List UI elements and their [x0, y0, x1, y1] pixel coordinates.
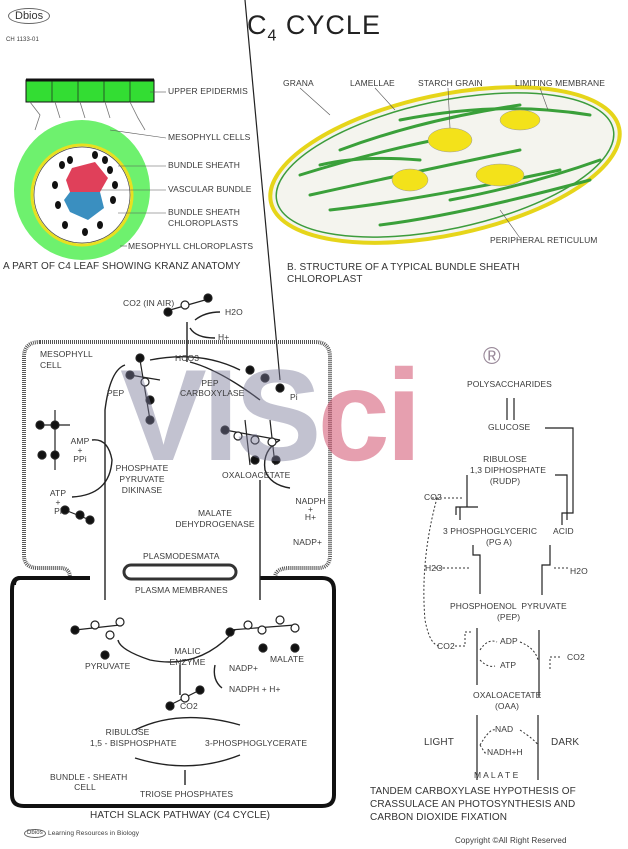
label-ppdk-2: PYRUVATE	[119, 474, 165, 484]
label-h-plus: H+	[218, 332, 230, 342]
label-co2-right: CO2	[567, 652, 585, 662]
label-oxaloacetate-cam: OXALOACETATE	[473, 690, 542, 700]
label-bundle-sheath-chloroplasts: BUNDLE SHEATH	[168, 207, 240, 217]
label-nadp-2: NADP+	[229, 663, 259, 673]
cam-dashed-arrows	[423, 497, 568, 755]
chloroplast-caption-2: CHLOROPLAST	[287, 274, 363, 285]
label-triose-phosphates: TRIOSE PHOSPHATES	[140, 789, 234, 799]
label-amp: AMP	[70, 436, 90, 446]
label-nadh: NADH+H	[487, 747, 523, 757]
cam-caption-2: CRASSULACE AN PHOTOSYNTHESIS AND	[370, 799, 576, 810]
label-malic-enzyme-2: ENZYME	[169, 657, 206, 667]
leaf-caption: A PART OF C4 LEAF SHOWING KRANZ ANATOMY	[3, 261, 241, 272]
label-co2-top: CO2	[424, 492, 442, 502]
label-diphosphate: 1,3 DIPHOSPHATE	[470, 465, 546, 475]
footer-logo: Dbios	[24, 829, 46, 838]
hatch-slack-cells	[10, 340, 336, 808]
dbios-logo: Dbios	[8, 8, 51, 24]
page-title: C4 CYCLE	[247, 10, 381, 45]
label-pep-abbr: (PEP)	[497, 612, 521, 622]
label-rudp: (RUDP)	[489, 476, 521, 486]
cam-caption-3: CARBON DIOXIDE FIXATION	[370, 812, 508, 823]
label-pyruvate: PYRUVATE	[85, 661, 131, 671]
label-ppdk-3: DIKINASE	[121, 485, 163, 495]
footer-tagline: Learning Resources in Biology	[48, 830, 140, 837]
label-bundle-sheath-cell: BUNDLE - SHEATH	[50, 772, 128, 782]
label-light: LIGHT	[424, 737, 454, 748]
label-nadph: NADPH	[295, 496, 326, 506]
label-h2o: H2O	[225, 307, 243, 317]
label-atp-plus: +	[55, 497, 61, 507]
label-mesophyll-cell-2: CELL	[40, 360, 62, 370]
label-nadph-plus: +	[307, 504, 314, 514]
label-peripheral-reticulum: PERIPHERAL RETICULUM	[490, 235, 598, 245]
leaf-cross-section	[14, 78, 167, 260]
label-atp: ATP	[49, 488, 67, 498]
label-dark: DARK	[551, 737, 580, 748]
label-polysaccharides: POLYSACCHARIDES	[467, 379, 552, 389]
chloroplast-caption: B. STRUCTURE OF A TYPICAL BUNDLE SHEATH	[287, 262, 520, 273]
label-amp-plus: +	[77, 445, 83, 455]
label-glucose: GLUCOSE	[488, 422, 531, 432]
label-hco3: HCO3	[175, 353, 200, 363]
label-nadph-h: H+	[304, 512, 317, 522]
registered-mark: ®	[483, 343, 501, 370]
label-rubp: RIBULOSE	[105, 727, 150, 737]
label-lamellae: LAMELLAE	[350, 78, 395, 88]
label-nad: NAD	[495, 724, 514, 734]
copyright-text: Copyright ©All Right Reserved	[455, 836, 567, 845]
label-pep: PEP	[107, 388, 125, 398]
label-nadph-h-2: NADPH + H+	[229, 684, 281, 694]
label-mesophyll-cell: MESOPHYLL	[40, 349, 93, 359]
label-malate-cam: M A L A T E	[474, 770, 519, 780]
label-co2: CO2	[180, 701, 198, 711]
label-atp: ATP	[500, 660, 517, 670]
label-mesophyll-cells: MESOPHYLL CELLS	[168, 132, 251, 142]
label-bundle-sheath-cell-2: CELL	[74, 782, 96, 792]
cam-arrows	[455, 398, 574, 780]
label-mesophyll-chloroplasts: MESOPHYLL CHLOROPLASTS	[128, 241, 254, 251]
visci-watermark: VISci	[120, 342, 422, 488]
label-limiting-membrane: LIMITING MEMBRANE	[515, 78, 606, 88]
hatch-slack-caption: HATCH SLACK PATHWAY (C4 CYCLE)	[90, 810, 271, 821]
hatch-slack-arrows	[71, 311, 291, 785]
molecule-icons	[35, 0, 300, 711]
label-starch-grain: STARCH GRAIN	[418, 78, 483, 88]
label-grana: GRANA	[283, 78, 314, 88]
cam-caption: TANDEM CARBOXYLASE HYPOTHESIS OF	[370, 786, 576, 797]
label-co2-left: CO2	[437, 641, 455, 651]
label-bundle-sheath: BUNDLE SHEATH	[168, 160, 240, 170]
label-upper-epidermis: UPPER EPIDERMIS	[168, 86, 248, 96]
label-h2o-left: H2O	[425, 563, 443, 573]
label-nadp: NADP+	[293, 537, 323, 547]
label-ribulose: RIBULOSE	[483, 454, 527, 464]
label-adp: ADP	[500, 636, 518, 646]
label-pga: (PG A)	[486, 537, 513, 547]
label-h2o-right: H2O	[570, 566, 588, 576]
label-plasma-membranes: PLASMA MEMBRANES	[135, 585, 228, 595]
label-oaa: (OAA)	[495, 701, 520, 711]
label-malate-dh-2: DEHYDROGENASE	[175, 519, 255, 529]
label-pep-carboxylase-2: CARBOXYLASE	[180, 388, 245, 398]
label-oxaloacetate: OXALOACETATE	[222, 470, 291, 480]
label-3-phosphoglycerate: 3-PHOSPHOGLYCERATE	[205, 738, 308, 748]
label-ppi: PPi	[73, 454, 87, 464]
label-bundle-sheath-chloroplasts-2: CHLOROPLASTS	[168, 218, 239, 228]
label-pep-carboxylase: PEP	[201, 378, 219, 388]
label-3-phosphoglyceric: 3 PHOSPHOGLYCERIC	[443, 526, 538, 536]
label-vascular-bundle: VASCULAR BUNDLE	[168, 184, 252, 194]
label-co2-in-air: CO2 (IN AIR)	[123, 298, 175, 308]
label-phosphoenol-pyruvate: PHOSPHOENOL PYRUVATE	[450, 601, 567, 611]
chloroplast-structure	[268, 85, 622, 245]
label-malate-dh: MALATE	[198, 508, 232, 518]
label-ppdk: PHOSPHATE	[115, 463, 169, 473]
label-pi: Pi	[290, 392, 298, 402]
label-malate: MALATE	[270, 654, 304, 664]
label-acid: ACID	[553, 526, 574, 536]
label-atp-pi: Pi	[54, 506, 62, 516]
label-plasmodesmata: PLASMODESMATA	[143, 551, 220, 561]
label-malic-enzyme: MALIC	[174, 646, 201, 656]
chart-code: CH 1133-01	[6, 37, 39, 43]
label-rubp-2: 1,5 - BISPHOSPHATE	[90, 738, 177, 748]
